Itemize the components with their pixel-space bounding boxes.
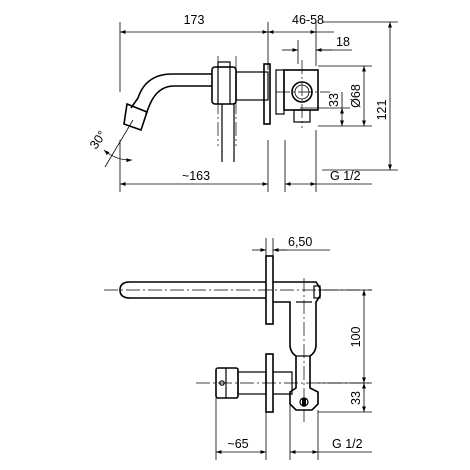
- top-view: 173 46-58 18 33 Ø68 121 ~163 G 1/2: [87, 13, 398, 192]
- concealed-box: [283, 69, 319, 111]
- dim-thread: G 1/2: [330, 169, 361, 183]
- spout-outline: [119, 281, 266, 299]
- mixer-body: [211, 66, 237, 105]
- dim-angle: 30°: [87, 128, 109, 152]
- bottom-view: 6,50 100 33 ~65 G 1/2: [104, 235, 372, 460]
- dim-height-33: 33: [327, 93, 341, 107]
- concealed-body: [273, 281, 321, 411]
- dim-plate-thickness: 6,50: [288, 235, 312, 249]
- dim-height-121: 121: [375, 100, 389, 121]
- dim-plate-diameter: Ø68: [349, 84, 363, 108]
- inlet-marker: [302, 398, 306, 406]
- dim-spout-length: ~163: [182, 169, 210, 183]
- body-sleeve: [235, 71, 269, 101]
- dim-thread-b: G 1/2: [332, 437, 363, 451]
- aerator-tip: [123, 123, 142, 131]
- cartridge-sleeve: [237, 371, 267, 395]
- body-outlet-cap: [313, 285, 321, 299]
- aerator-outline: [123, 102, 148, 132]
- cartridge-screw: [219, 380, 225, 386]
- dim-spout-length-b: ~65: [227, 437, 248, 451]
- dim-total-length: 173: [184, 13, 205, 27]
- dim-body-depth: 18: [336, 35, 350, 49]
- angle-arc: [103, 149, 133, 163]
- box-stem: [293, 109, 311, 123]
- box-inlet-circle: [291, 81, 313, 103]
- spout-bottom-outline: [145, 85, 212, 115]
- box-inlet-inner: [294, 84, 310, 100]
- spout-top-outline: [130, 73, 212, 109]
- wall-plate-top: [265, 255, 274, 325]
- dim-height-33b: 33: [349, 391, 363, 405]
- cartridge-connector: [273, 371, 293, 395]
- dim-wall-range: 46-58: [292, 13, 324, 27]
- dim-spacing-100: 100: [349, 327, 363, 348]
- wall-plate: [263, 63, 271, 125]
- lever-cap: [217, 61, 231, 68]
